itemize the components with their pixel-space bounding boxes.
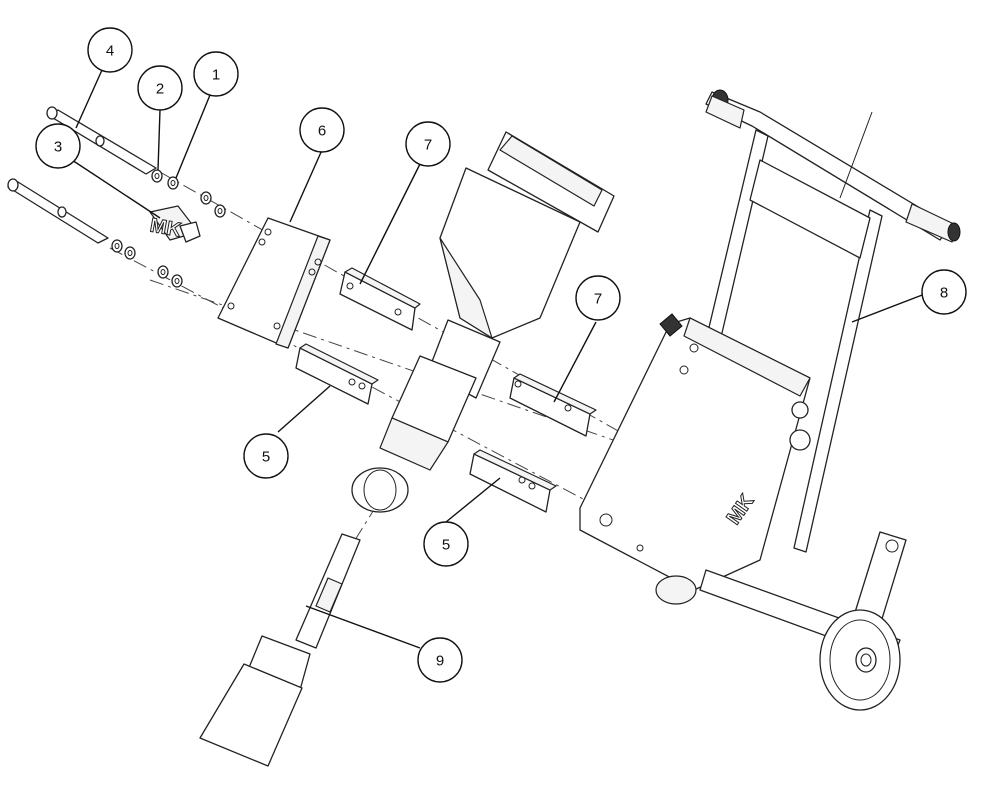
clamp-block-upper-right	[509, 373, 597, 437]
callout-1: 1	[193, 51, 239, 97]
callout-7-left-label: 7	[424, 137, 432, 154]
callout-6: 6	[299, 107, 345, 153]
breaker-hammer	[351, 131, 615, 513]
callout-5-left: 5	[243, 433, 289, 479]
long-bolt-upper	[46, 106, 157, 175]
washer-nut-lower	[111, 239, 183, 288]
callout-4: 4	[87, 27, 133, 73]
callout-8-label: 8	[940, 285, 948, 302]
callout-9: 9	[417, 637, 463, 683]
callout-2: 2	[137, 65, 183, 111]
callout-4-label: 4	[106, 43, 114, 60]
callout-7-right-label: 7	[594, 291, 602, 308]
chisel-bit	[199, 533, 361, 767]
callout-3: 3	[35, 123, 81, 169]
washer-nut-upper	[151, 169, 226, 218]
callout-6-label: 6	[318, 123, 326, 140]
mk-logo-badge: MK	[148, 205, 201, 243]
callout-5-left-label: 5	[262, 449, 270, 466]
callout-5-right-label: 5	[442, 537, 450, 554]
leader-lines	[71, 69, 931, 649]
callout-1-label: 1	[212, 67, 220, 84]
long-bolt-lower	[7, 178, 109, 244]
badge-logo-text: MK	[148, 215, 183, 242]
callout-7-left: 7	[405, 121, 451, 167]
mounting-plate	[217, 217, 331, 349]
clamp-block-lower-left	[295, 343, 379, 405]
callout-8: 8	[921, 269, 967, 315]
callout-3-label: 3	[54, 139, 62, 156]
breaker-cart: MK	[579, 89, 961, 711]
clamp-block-upper-left	[339, 267, 421, 331]
callout-2-label: 2	[156, 81, 164, 98]
callout-7-right: 7	[575, 275, 621, 321]
clamp-block-lower-right	[469, 449, 557, 513]
callout-5-right: 5	[423, 521, 469, 567]
callout-9-label: 9	[436, 653, 444, 670]
